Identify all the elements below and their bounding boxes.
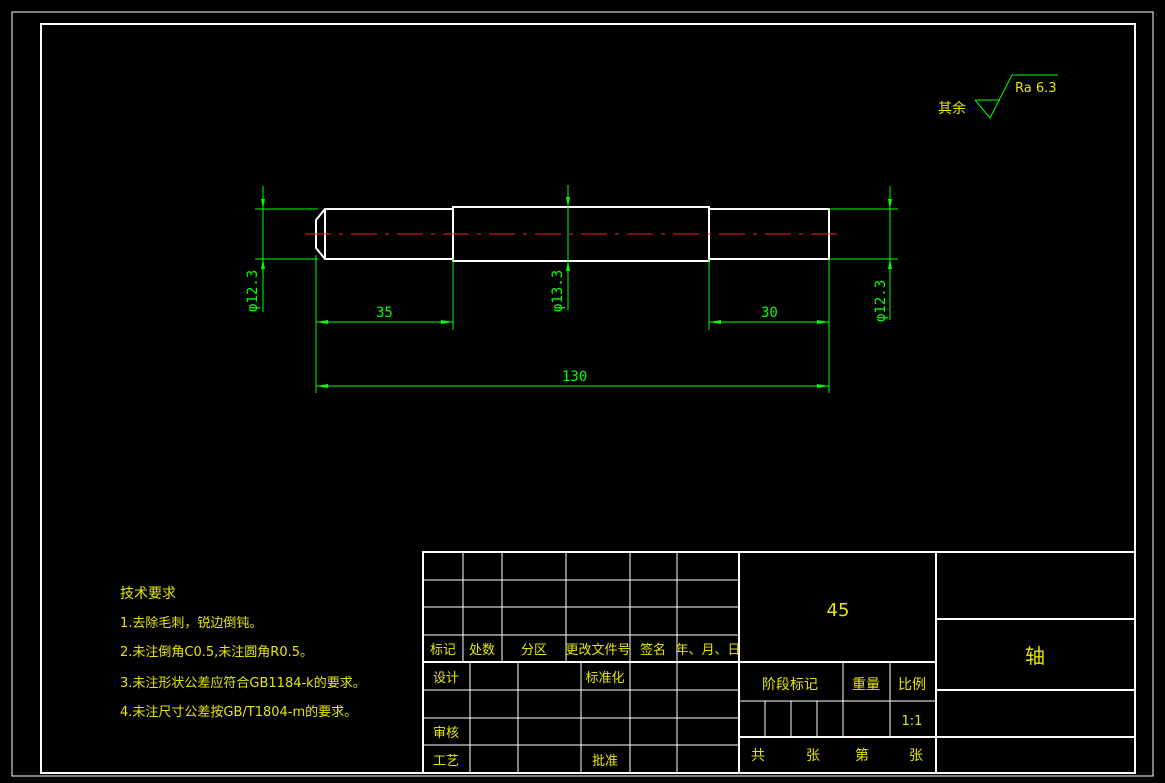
tech-requirements: 技术要求 1.去除毛刺，锐边倒钝。 2.未注倒角C0.5,未注圆角R0.5。 3… bbox=[120, 586, 366, 720]
title-block bbox=[422, 551, 1136, 774]
tech-requirement-item: 1.去除毛刺，锐边倒钝。 bbox=[120, 616, 262, 631]
roughness-check-icon bbox=[974, 74, 1058, 119]
dimension-lines bbox=[255, 185, 898, 393]
stage-mark-label: 阶段标记 bbox=[762, 677, 818, 693]
part-name: 轴 bbox=[1025, 644, 1045, 668]
material-label: 45 bbox=[827, 600, 850, 621]
left-length-label: 35 bbox=[376, 305, 393, 321]
total-length-label: 130 bbox=[562, 369, 587, 385]
drawing-frame bbox=[40, 23, 1136, 774]
right-length-label: 30 bbox=[761, 305, 778, 321]
review-label: 审核 bbox=[433, 726, 459, 741]
middle-diameter-label: φ13.3 bbox=[550, 270, 566, 312]
scale-label: 比例 bbox=[898, 677, 926, 693]
standardization-label: 标准化 bbox=[585, 671, 624, 686]
tech-requirement-item: 2.未注倒角C0.5,未注圆角R0.5。 bbox=[120, 645, 313, 660]
header-zone: 分区 bbox=[521, 643, 547, 658]
tech-requirement-item: 3.未注形状公差应符合GB1184-k的要求。 bbox=[120, 675, 366, 691]
tech-requirement-item: 4.未注尺寸公差按GB/T1804-m的要求。 bbox=[120, 704, 357, 720]
sheets-total-label: 共 bbox=[751, 748, 765, 764]
weight-label: 重量 bbox=[852, 677, 880, 693]
sheet-outer-border bbox=[11, 11, 1154, 777]
roughness-prefix: 其余 bbox=[938, 100, 966, 117]
header-date: 年、月、日 bbox=[675, 643, 740, 658]
dimension-texts: φ12.3 φ13.3 φ12.3 35 30 130 bbox=[245, 270, 889, 385]
shaft-part bbox=[305, 206, 838, 262]
design-label: 设计 bbox=[433, 671, 459, 686]
roughness-value: Ra 6.3 bbox=[1015, 81, 1057, 96]
sheets-unit-label: 张 bbox=[806, 748, 820, 764]
sheet-unit2-label: 张 bbox=[909, 748, 923, 764]
scale-value: 1:1 bbox=[902, 714, 923, 729]
header-change-doc: 更改文件号 bbox=[565, 643, 630, 658]
roughness-symbol: 其余 Ra 6.3 bbox=[938, 74, 1058, 119]
right-diameter-label: φ12.3 bbox=[873, 280, 889, 322]
header-mark: 标记 bbox=[430, 643, 456, 658]
header-signature: 签名 bbox=[640, 642, 666, 658]
title-block-texts: 45 轴 标记 处数 分区 更改文件号 签名 年、月、日 设计 标准化 审核 工… bbox=[430, 600, 1045, 769]
sheet-no-label: 第 bbox=[855, 747, 869, 764]
tech-requirements-title: 技术要求 bbox=[120, 586, 176, 602]
left-diameter-label: φ12.3 bbox=[245, 270, 261, 312]
header-count: 处数 bbox=[469, 643, 495, 658]
process-label: 工艺 bbox=[433, 754, 459, 769]
approve-label: 批准 bbox=[592, 754, 618, 769]
